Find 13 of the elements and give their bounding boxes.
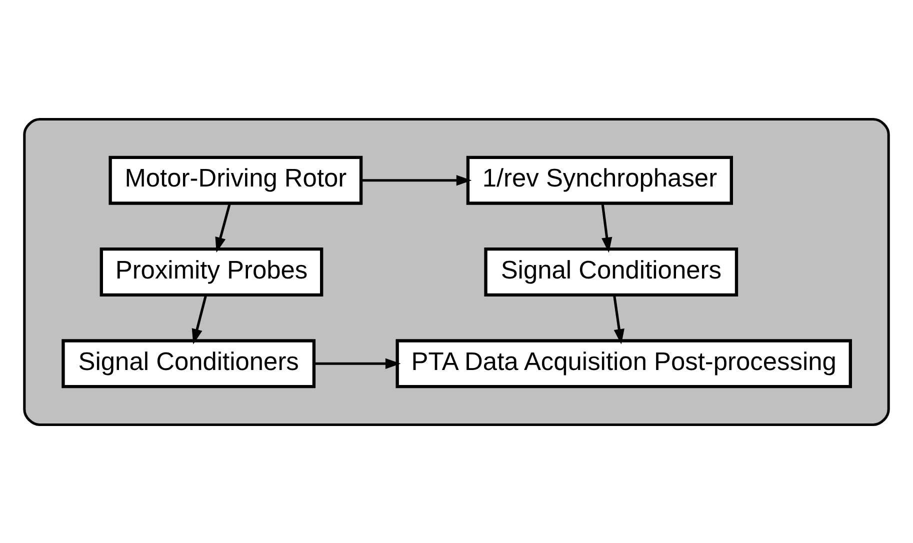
arrow xyxy=(613,294,624,344)
arrow xyxy=(361,174,472,186)
arrow xyxy=(601,203,612,252)
arrow xyxy=(192,294,208,344)
arrow xyxy=(215,202,231,252)
node-box: PTA Data Acquisition Post-processing xyxy=(396,338,852,388)
node-box: Proximity Probes xyxy=(100,247,324,296)
node-box: Motor-Driving Rotor xyxy=(108,155,363,204)
node-box: 1/rev Synchrophaser xyxy=(466,155,733,204)
cluster xyxy=(23,118,890,426)
node-box: Signal Conditioners xyxy=(62,338,316,388)
node-box: Signal Conditioners xyxy=(484,247,738,296)
arrow xyxy=(314,358,401,368)
